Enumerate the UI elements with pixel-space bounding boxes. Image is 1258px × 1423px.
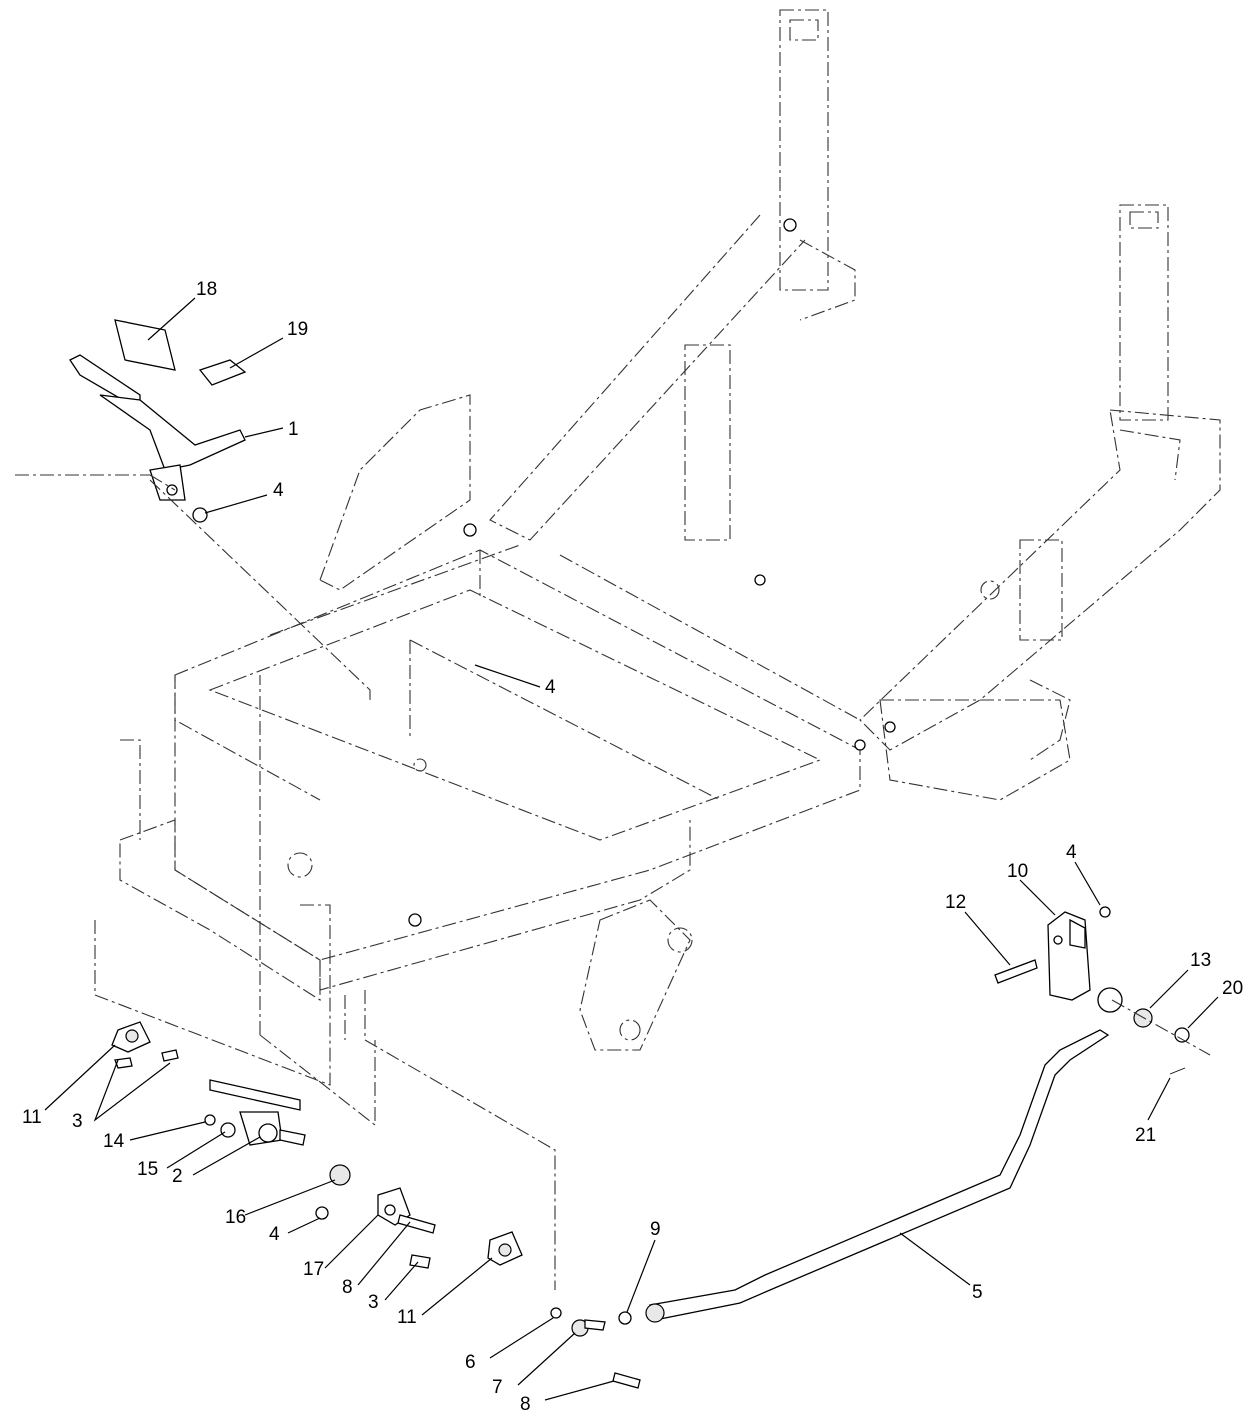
callout-4: 4 <box>273 480 284 501</box>
callout-18: 18 <box>196 279 217 300</box>
callout-8: 8 <box>342 1277 353 1298</box>
callout-6: 6 <box>465 1352 476 1373</box>
callout-21: 21 <box>1135 1125 1156 1146</box>
callout-1: 1 <box>288 419 299 440</box>
callout-4: 4 <box>545 677 556 698</box>
callout-17: 17 <box>303 1259 324 1280</box>
callout-10: 10 <box>1007 861 1028 882</box>
callout-labels: 18 19 1 4 4 4 10 12 13 20 21 11 3 14 15 … <box>22 279 1243 1415</box>
callout-4: 4 <box>269 1224 280 1245</box>
chassis-frame <box>119 9 1221 1051</box>
callout-16: 16 <box>225 1207 246 1228</box>
callout-9: 9 <box>650 1219 661 1240</box>
drag-link-assembly <box>645 906 1211 1323</box>
pedal-assembly <box>15 319 371 700</box>
callout-4: 4 <box>1066 842 1077 863</box>
callout-13: 13 <box>1190 950 1211 971</box>
callout-3: 3 <box>72 1111 83 1132</box>
callout-15: 15 <box>137 1159 158 1180</box>
callout-12: 12 <box>945 892 966 913</box>
callout-11: 11 <box>397 1307 417 1328</box>
callout-5: 5 <box>972 1282 983 1303</box>
callout-14: 14 <box>103 1131 125 1152</box>
callout-3: 3 <box>368 1292 379 1313</box>
callout-19: 19 <box>287 319 308 340</box>
callout-11: 11 <box>22 1107 42 1128</box>
leader-lines <box>44 297 1219 1401</box>
callout-20: 20 <box>1222 978 1243 999</box>
callout-7: 7 <box>492 1377 503 1398</box>
linkage-parts <box>94 640 641 1389</box>
callout-2: 2 <box>172 1166 183 1187</box>
callout-8: 8 <box>520 1394 531 1415</box>
